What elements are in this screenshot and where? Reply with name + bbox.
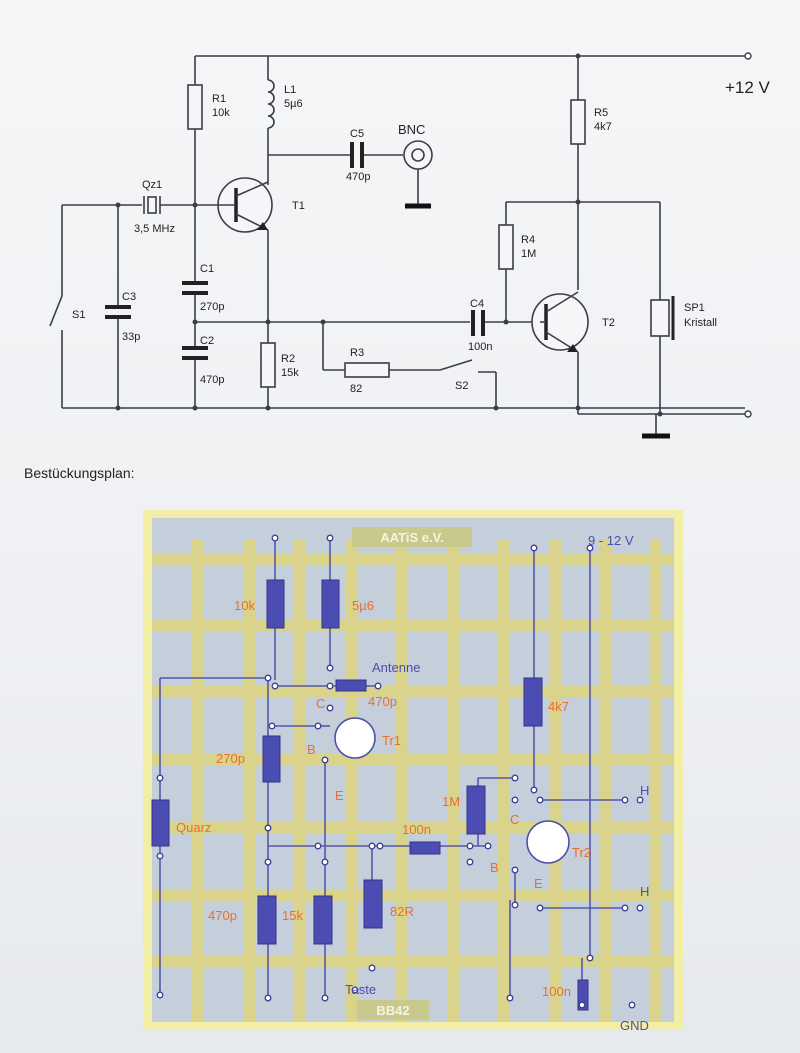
c1-ref: C1 [200, 263, 214, 275]
pcb-board-id: BB42 [376, 1003, 409, 1018]
t1-ref: T1 [292, 200, 305, 212]
supply-voltage-label: +12 V [725, 78, 771, 97]
r3-value: 82 [350, 383, 362, 395]
layout-caption: Bestückungsplan: [24, 465, 135, 481]
t2-ref: T2 [602, 317, 615, 329]
pcb-quartz [151, 799, 170, 847]
r3-ref: R3 [350, 347, 364, 359]
pcb-value-c4: 100n [402, 822, 431, 837]
pcb-value-r3: 82R [390, 904, 414, 919]
bnc-ref: BNC [398, 122, 425, 137]
pcb-c-supply [577, 979, 589, 1011]
qz1-ref: Qz1 [142, 179, 162, 191]
pcb-components [151, 579, 589, 1011]
c3-value: 33p [122, 331, 140, 343]
pcb-supply-label: 9 - 12 V [588, 533, 634, 548]
pcb-board [152, 518, 674, 1022]
crystal-qz1-icon [147, 196, 157, 214]
c1-value: 270p [200, 301, 224, 313]
pcb-value-r2: 15k [282, 908, 303, 923]
r2-ref: R2 [281, 353, 295, 365]
c5-value: 470p [346, 171, 370, 183]
pcb-title-plate [352, 527, 472, 547]
pcb-value-c2: 470p [208, 908, 237, 923]
pcb-tr1-icon [334, 717, 376, 759]
pcb-r4 [466, 785, 486, 835]
pcb-value-c1: 270p [216, 751, 245, 766]
pcb-label-tr1-collector: C [316, 696, 325, 711]
pcb-label-tr2-emitter: E [534, 876, 543, 891]
l1-value: 5µ6 [284, 98, 303, 110]
r5-ref: R5 [594, 107, 608, 119]
pcb-label-tr2-collector: C [510, 812, 519, 827]
pcb-pads [156, 534, 644, 1009]
c2-ref: C2 [200, 335, 214, 347]
resistor-r5 [570, 99, 586, 145]
r5-value: 4k7 [594, 121, 612, 133]
pcb-r3 [363, 879, 383, 929]
pcb-value-l1: 5µ6 [352, 598, 374, 613]
c4-value: 100n [468, 341, 492, 353]
pcb-r2 [313, 895, 333, 945]
pcb-layout: AATiS e.V. BB42 9 - 12 V GND [143, 510, 683, 1033]
c4-ref: C4 [470, 298, 484, 310]
c3-ref: C3 [122, 291, 136, 303]
pcb-value-r4: 1M [442, 794, 460, 809]
c5-ref: C5 [350, 128, 364, 140]
switch-s1-icon [49, 295, 63, 327]
pcb-c2 [257, 895, 277, 945]
r2-value: 15k [281, 367, 299, 379]
pcb-label-h-bottom: H [640, 884, 649, 899]
pcb-c4 [409, 841, 441, 855]
pcb-title: AATiS e.V. [380, 530, 443, 545]
circuit-schematic: +12 V R1 10k L1 5µ6 C5 470p BNC T1 [49, 52, 771, 439]
r4-value: 1M [521, 248, 536, 260]
pcb-label-tr2: Tr2 [572, 845, 591, 860]
pcb-l1 [321, 579, 340, 629]
pcb-label-key: Taste [345, 982, 376, 997]
pcb-value-c-supply: 100n [542, 984, 571, 999]
c2-value: 470p [200, 374, 224, 386]
pcb-value-r5: 4k7 [548, 699, 569, 714]
pcb-value-c5: 470p [368, 694, 397, 709]
pcb-label-antenna: Antenne [372, 660, 420, 675]
resistor-r1 [187, 84, 203, 130]
pcb-value-r1: 10k [234, 598, 255, 613]
pcb-r5 [523, 677, 543, 727]
pcb-label-tr1: Tr1 [382, 733, 401, 748]
r1-value: 10k [212, 107, 230, 119]
sp1-ref: SP1 [684, 302, 705, 314]
switch-s2-icon [439, 359, 473, 371]
pcb-tr2-icon [526, 820, 570, 864]
resistor-r2 [260, 342, 276, 388]
l1-ref: L1 [284, 84, 296, 96]
pcb-label-tr1-emitter: E [335, 788, 344, 803]
r1-ref: R1 [212, 93, 226, 105]
sp1-value: Kristall [684, 317, 717, 329]
speaker-crystal-sp1 [650, 299, 670, 337]
pcb-label-h-top: H [640, 783, 649, 798]
pcb-value-quartz: Quarz [176, 820, 211, 835]
r4-ref: R4 [521, 234, 535, 246]
pcb-grid [152, 540, 674, 1022]
pcb-label-tr1-base: B [307, 742, 316, 757]
pcb-label-tr2-base: B [490, 860, 499, 875]
qz1-value: 3,5 MHz [134, 223, 175, 235]
s1-ref: S1 [72, 309, 85, 321]
pcb-gnd-label: GND [620, 1018, 649, 1033]
s2-ref: S2 [455, 380, 468, 392]
bnc-connector-icon [403, 140, 433, 170]
resistor-r4 [498, 224, 514, 270]
pcb-r1 [266, 579, 285, 629]
pcb-id-plate [357, 1000, 429, 1020]
pcb-c5 [335, 679, 367, 692]
resistor-r3 [344, 362, 390, 378]
inductor-l1 [267, 79, 275, 129]
pcb-c1 [262, 735, 281, 783]
